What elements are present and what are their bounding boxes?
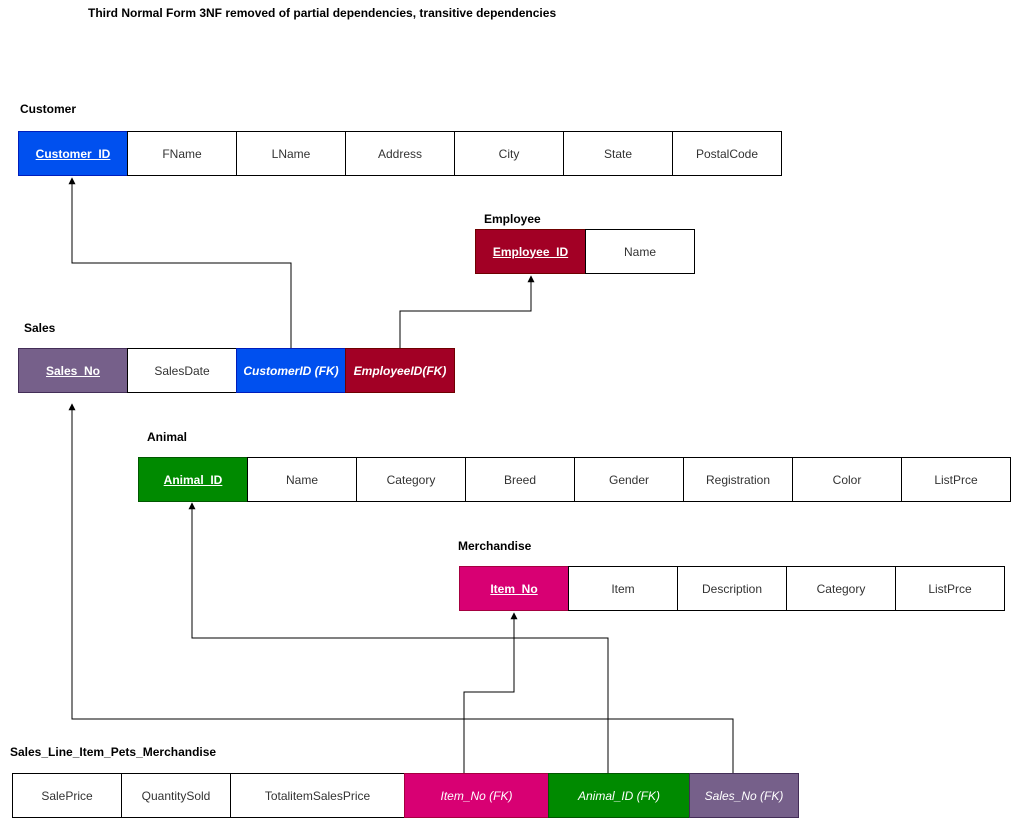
sales-table-name: Sales: [24, 321, 56, 335]
sales-customer-fk[interactable]: CustomerID (FK): [236, 348, 346, 393]
animal-table-name: Animal: [147, 430, 188, 444]
animal-category-field[interactable]: Category: [356, 457, 466, 502]
sales-line-sales-no-fk[interactable]: Sales_No (FK): [689, 773, 799, 818]
employee-table: Employee_ID Name: [475, 229, 695, 274]
customer-fname-field[interactable]: FName: [127, 131, 237, 176]
merchandise-category-field[interactable]: Category: [786, 566, 896, 611]
sales-table: Sales_No SalesDate CustomerID (FK) Emplo…: [18, 348, 455, 393]
animal-name-field[interactable]: Name: [247, 457, 357, 502]
animal-color-field[interactable]: Color: [792, 457, 902, 502]
customer-id-pk[interactable]: Customer_ID: [18, 131, 128, 176]
customer-address-field[interactable]: Address: [345, 131, 455, 176]
sales-line-table-name: Sales_Line_Item_Pets_Merchandise: [10, 745, 217, 759]
diagram-title: Third Normal Form 3NF removed of partial…: [88, 6, 557, 20]
customer-city-field[interactable]: City: [454, 131, 564, 176]
animal-id-fk-connector: [188, 502, 609, 773]
merchandise-table: Item_No Item Description Category ListPr…: [459, 566, 1005, 611]
employee-table-name: Employee: [484, 212, 541, 226]
sales-line-table: SalePrice QuantitySold TotalitemSalesPri…: [12, 773, 799, 818]
employee-name-field[interactable]: Name: [585, 229, 695, 274]
customer-lname-field[interactable]: LName: [236, 131, 346, 176]
animal-id-pk[interactable]: Animal_ID: [138, 457, 248, 502]
merchandise-listprce-field[interactable]: ListPrce: [895, 566, 1005, 611]
sales-employee-fk[interactable]: EmployeeID(FK): [345, 348, 455, 393]
customer-state-field[interactable]: State: [563, 131, 673, 176]
animal-table: Animal_ID Name Category Breed Gender Reg…: [138, 457, 1011, 502]
merchandise-item-no-pk[interactable]: Item_No: [459, 566, 569, 611]
sales-line-saleprice-field[interactable]: SalePrice: [12, 773, 122, 818]
customer-fk-connector: [68, 177, 292, 348]
merchandise-table-name: Merchandise: [458, 539, 532, 553]
sales-line-animal-id-fk[interactable]: Animal_ID (FK): [548, 773, 690, 818]
customer-postalcode-field[interactable]: PostalCode: [672, 131, 782, 176]
customer-table-name: Customer: [20, 102, 77, 116]
sales-line-quantitysold-field[interactable]: QuantitySold: [121, 773, 231, 818]
animal-breed-field[interactable]: Breed: [465, 457, 575, 502]
sales-line-totalitemsalesprice-field[interactable]: TotalitemSalesPrice: [230, 773, 405, 818]
customer-table: Customer_ID FName LName Address City Sta…: [18, 131, 782, 176]
animal-gender-field[interactable]: Gender: [574, 457, 684, 502]
sales-no-fk-connector: [68, 403, 734, 773]
employee-fk-connector: [399, 275, 535, 348]
sales-line-item-no-fk[interactable]: Item_No (FK): [404, 773, 549, 818]
animal-listprce-field[interactable]: ListPrce: [901, 457, 1011, 502]
animal-registration-field[interactable]: Registration: [683, 457, 793, 502]
merchandise-item-field[interactable]: Item: [568, 566, 678, 611]
sales-no-pk[interactable]: Sales_No: [18, 348, 128, 393]
merchandise-description-field[interactable]: Description: [677, 566, 787, 611]
item-no-fk-connector: [463, 612, 518, 773]
